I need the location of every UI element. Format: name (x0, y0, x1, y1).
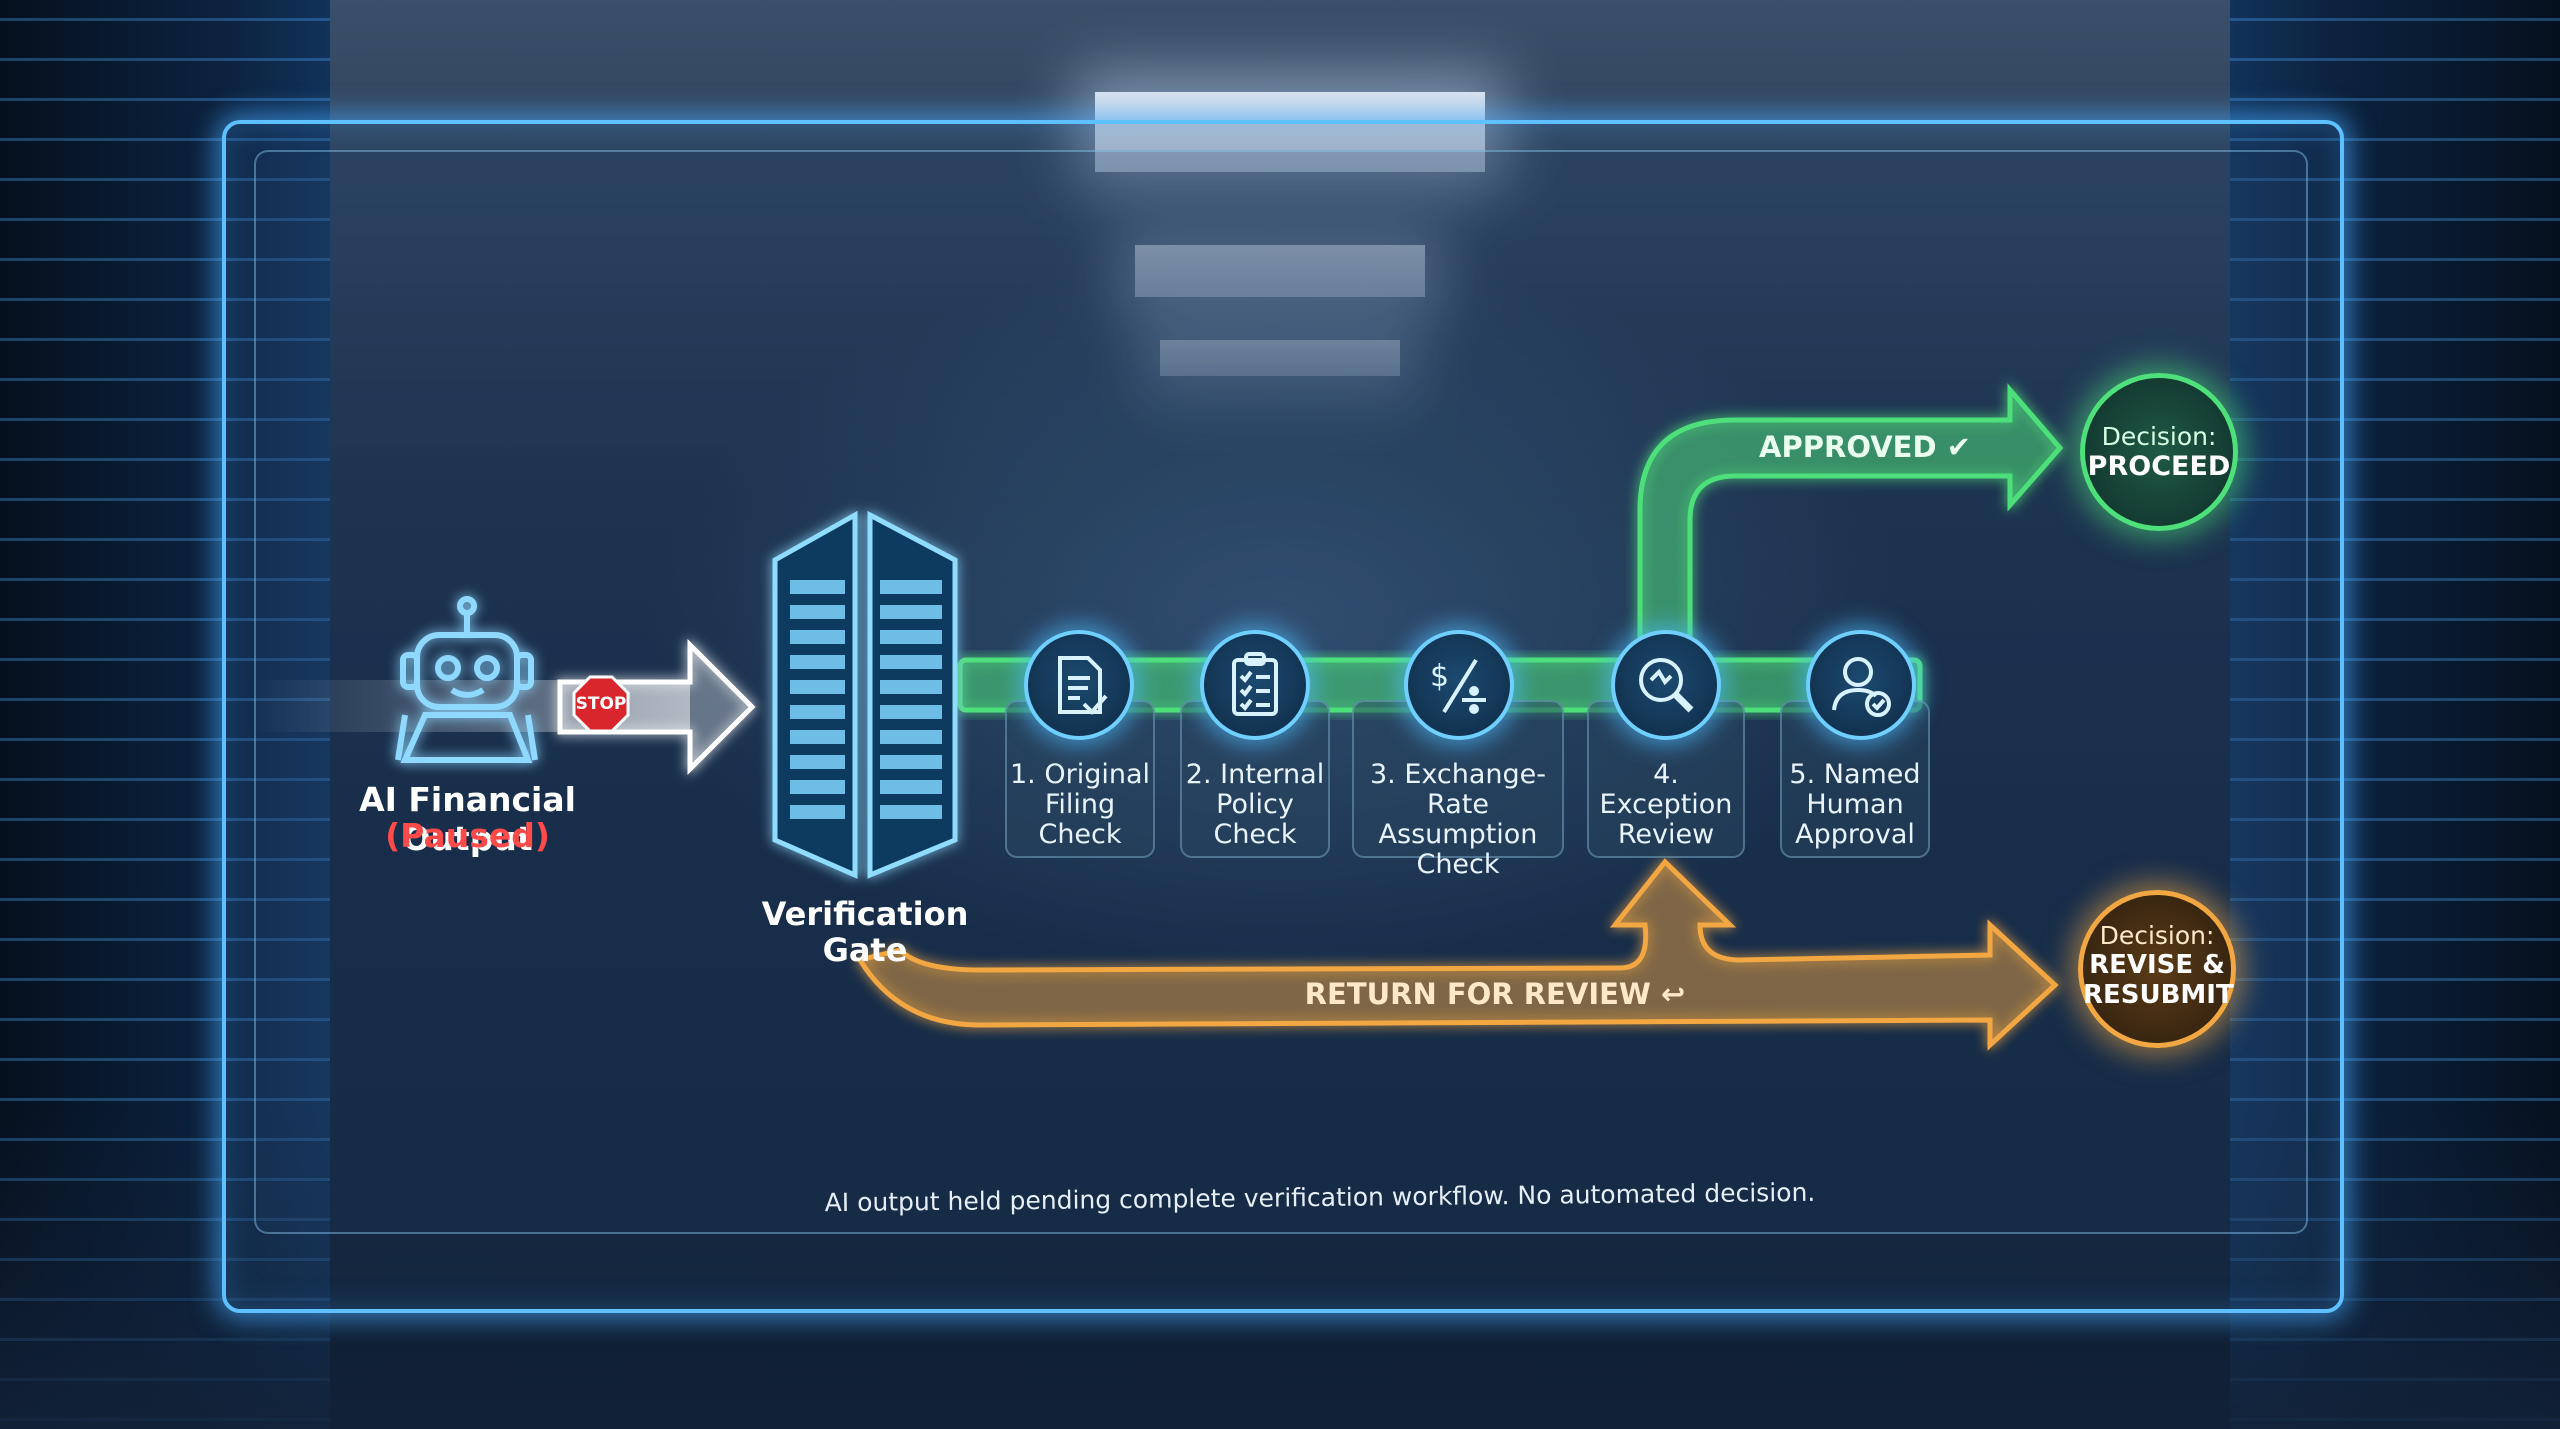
step-card-3: 3. Exchange-Rate Assumption Check (1352, 700, 1564, 880)
return-arrow (856, 858, 2059, 1051)
document-check-icon (1024, 630, 1134, 740)
approved-text: APPROVED (1759, 430, 1937, 464)
dollar-divide-icon: $ (1404, 630, 1514, 740)
return-text: RETURN FOR REVIEW (1304, 977, 1651, 1011)
decision-prefix: Decision: (2099, 921, 2215, 950)
decision-value-line1: REVISE & (2089, 950, 2225, 980)
stop-sign-icon (572, 675, 630, 733)
decision-value: PROCEED (2087, 451, 2231, 482)
ceiling-light (1135, 245, 1425, 297)
approved-arrow (1637, 383, 2064, 663)
source-status: (Paused) (385, 816, 550, 855)
gate-label-line1: Verification (761, 895, 969, 933)
decision-value-line2: RESUBMIT (2083, 980, 2234, 1010)
approved-label: APPROVED ✔ (1755, 430, 1975, 464)
return-label: RETURN FOR REVIEW ↩ (1285, 977, 1705, 1011)
step-label: 2. Internal Policy Check (1185, 759, 1325, 850)
decision-prefix: Decision: (2101, 422, 2217, 451)
decision-revise: Decision: REVISE & RESUBMIT (2078, 890, 2236, 1048)
source-title: AI Financial Output (359, 780, 576, 858)
ceiling-light (1160, 340, 1400, 376)
decision-proceed: Decision: PROCEED (2080, 373, 2238, 531)
step-label: 4. Exception Review (1599, 759, 1733, 850)
verification-gate-icon (772, 510, 958, 879)
floor (0, 1099, 2560, 1429)
ceiling-light (1095, 92, 1485, 172)
step-label: 5. Named Human Approval (1789, 759, 1921, 850)
checkmark-icon: ✔ (1946, 430, 1971, 464)
return-arrow-icon: ↩ (1661, 977, 1686, 1011)
step-card-1: 1. Original Filing Check (1005, 700, 1155, 858)
step-label: 1. Original Filing Check (1010, 759, 1150, 850)
person-check-icon (1806, 630, 1916, 740)
step-card-5: 5. Named Human Approval (1780, 700, 1930, 858)
clipboard-checklist-icon (1200, 630, 1310, 740)
svg-text:$: $ (1430, 659, 1449, 694)
step-label: 3. Exchange-Rate Assumption Check (1369, 759, 1546, 880)
robot-icon (395, 596, 538, 763)
magnifier-search-icon (1611, 630, 1721, 740)
stop-sign-label: STOP (575, 694, 627, 714)
gate-label-line2: Gate (822, 931, 908, 969)
